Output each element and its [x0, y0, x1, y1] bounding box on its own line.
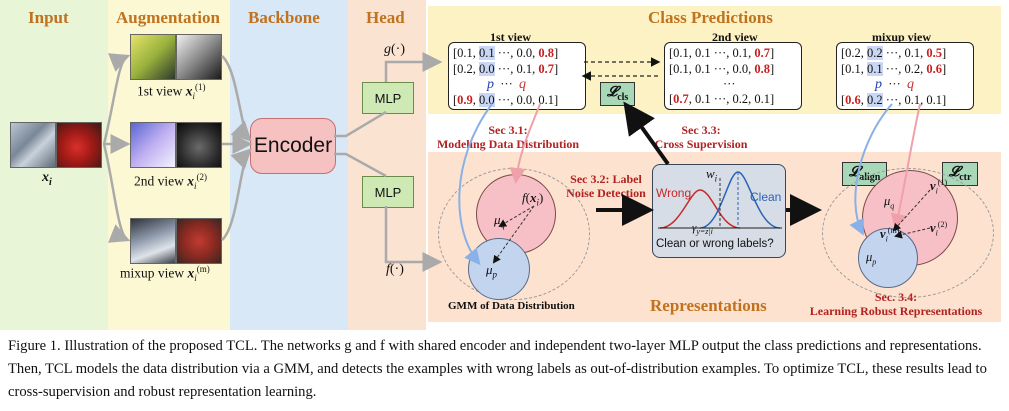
matrix1-row-1: [0.1, 0.1 ···, 0.0, 0.8]: [453, 46, 559, 60]
robust-blue-curve: [849, 103, 893, 236]
matrix2-row-3: [0.7, 0.1 ···, 0.2, 0.1]: [669, 92, 775, 106]
detector-w-label: wi: [706, 166, 718, 184]
backbone-header: Backbone: [248, 8, 320, 27]
wrong-gaussian: [659, 189, 741, 229]
arrow-augm-encoder: [221, 148, 252, 241]
robust-mu-q: μq: [884, 194, 895, 211]
matrix1-row-pq: p ··· q: [487, 77, 526, 92]
gmm-arrow-f-p: [492, 205, 535, 264]
second-view-label: 2nd view xi(2): [134, 172, 208, 192]
arrow-input-aug1: [102, 53, 131, 145]
matrix2-row-dots: ···: [723, 77, 736, 91]
matrix1-row-2: [0.2, 0.0 ···, 0.1, 0.7]: [453, 62, 559, 76]
gmm-title: GMM of Data Distribution: [448, 300, 575, 312]
matrix2-title: 2nd view: [712, 30, 758, 44]
thick-arrow-detector-cls: [623, 101, 670, 166]
arrow-mlp-g-predictions: [384, 52, 443, 82]
robust-v2: vi(2): [930, 220, 948, 238]
gmm-mu-p: μp: [486, 262, 498, 280]
matrix1-title: 1st view: [490, 30, 531, 44]
robust-cluster-p: [858, 228, 918, 288]
aug1-image-a: [130, 34, 176, 80]
robust-v1: vi(1): [930, 178, 948, 196]
diagram-connectors: [102, 52, 931, 272]
mixup-view-label: mixup view xi(m): [120, 264, 210, 284]
g-head-label: g(·): [384, 42, 405, 57]
section-3-1-label: Sec 3.1:Modeling Data Distribution: [436, 123, 579, 151]
representations-header: Representations: [650, 296, 767, 315]
matrix3-row-1: [0.2, 0.2 ···, 0.1, 0.5]: [841, 46, 947, 60]
robust-arrow-v2-vm: [894, 227, 931, 239]
detector-clean-label: Clean: [750, 190, 782, 204]
gmm-f-label: f(xi): [522, 190, 544, 208]
mlp-g: MLP: [362, 82, 414, 114]
arrow-mlp-f-representations: [384, 206, 443, 272]
blue-curve-to-gmm: [458, 103, 493, 266]
matrix3-row-3: [0.6, 0.2 ···, 0.1, 0.1]: [841, 93, 947, 107]
input-image-car: [56, 122, 102, 168]
matrix1-row-3: [0.9, 0.0 ···, 0.0, 0.1]: [453, 93, 559, 107]
input-label: xi: [42, 170, 52, 188]
aug2-image-b: [176, 122, 222, 168]
arrow-aug1-encoder: [221, 55, 252, 142]
line-encoder-mlp-f: [334, 152, 387, 178]
robust-arrow-v1-vm: [892, 189, 931, 232]
detector-wrong-label: Wrong: [656, 186, 692, 200]
f-head-label: f(·): [386, 262, 404, 277]
figure-caption: Figure 1. Illustration of the proposed T…: [8, 338, 987, 400]
mlp-f: MLP: [362, 176, 414, 208]
input-image-truck: [10, 122, 56, 168]
augm-image-b: [176, 218, 222, 264]
loss-cls-box: 𝓛cls: [600, 82, 636, 106]
matrix3-row-pq: p ··· q: [875, 77, 914, 92]
matrix3-row-2: [0.1, 0.1 ···, 0.2, 0.6]: [841, 62, 947, 76]
arrow-input-augm: [102, 143, 131, 243]
class-predictions-header: Class Predictions: [648, 8, 773, 27]
section-3-3-label: Sec 3.3:Cross Supervision: [654, 123, 748, 151]
line-encoder-mlp-g: [334, 110, 387, 138]
augmentation-header: Augmentation: [116, 8, 220, 27]
first-view-label: 1st view xi(1): [137, 82, 206, 102]
matrix2-row-1: [0.1, 0.1 ···, 0.1, 0.7]: [669, 46, 775, 60]
matrix2-row-2: [0.1, 0.1 ···, 0.0, 0.8]: [669, 62, 775, 76]
matrix3-title: mixup view: [872, 30, 932, 44]
matrix-first-view: [0.1, 0.1 ···, 0.0, 0.8] [0.2, 0.0 ···, …: [448, 42, 586, 110]
input-header: Input: [28, 8, 69, 27]
robust-pink-curve: [890, 103, 921, 230]
detector-question: Clean or wrong labels?: [656, 238, 774, 250]
head-header: Head: [366, 8, 405, 27]
figure-diagram: Input Augmentation Backbone Head Class P…: [0, 0, 1001, 330]
gmm-arrow-f-q: [498, 205, 535, 228]
pink-curve-to-gmm: [509, 103, 541, 184]
aug2-image-a: [130, 122, 176, 168]
matrix-mixup-view: [0.2, 0.2 ···, 0.1, 0.5] [0.1, 0.1 ···, …: [836, 42, 974, 110]
augm-image-a: [130, 218, 176, 264]
matrix-second-view: [0.1, 0.1 ···, 0.1, 0.7] [0.1, 0.1 ···, …: [664, 42, 802, 110]
head-column-bg: [348, 0, 426, 330]
robust-mu-p: μp: [866, 250, 877, 267]
encoder-box: Encoder: [250, 118, 336, 174]
